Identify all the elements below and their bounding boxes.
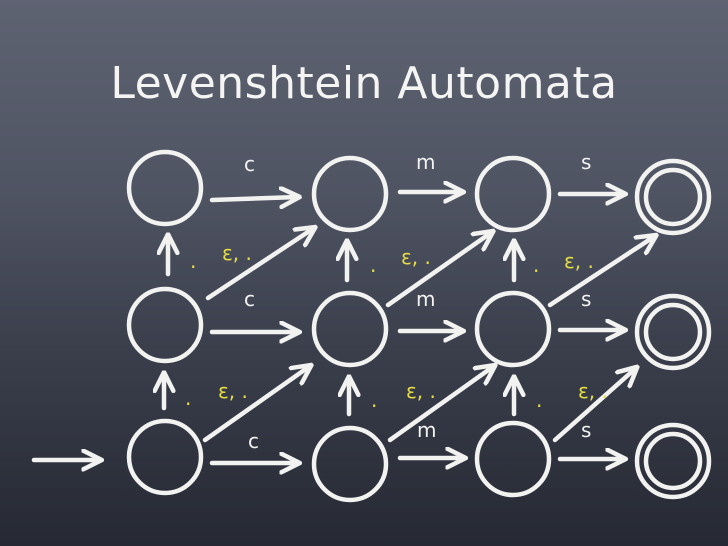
vertical-label: . [371, 388, 377, 412]
vertical-label: . [370, 253, 376, 277]
accepting-state-r2c3 [634, 422, 712, 500]
transition-label: s [581, 418, 591, 442]
state-r0c2 [474, 155, 552, 233]
accepting-state-r0c3 [634, 158, 712, 236]
transition-label: c [244, 287, 255, 311]
state-r1c2 [474, 290, 552, 368]
transition-label: m [416, 150, 435, 174]
diagonal-label: ε, . [401, 245, 431, 269]
diagonal-arrow [387, 366, 494, 443]
diagonal-label: ε, . [222, 241, 252, 265]
vertical-label: . [190, 249, 196, 273]
transition-label: m [417, 418, 436, 442]
diagonal-label: ε, . [406, 379, 436, 403]
vertical-label: . [533, 253, 539, 277]
diagonal-arrow [552, 368, 636, 443]
diagonal-label: ε, . [218, 379, 248, 403]
transition-label: s [581, 150, 591, 174]
accepting-state-r1c3 [634, 293, 712, 371]
transition-label: c [248, 429, 259, 453]
state-r0c0 [126, 149, 204, 227]
state-r0c1 [311, 155, 389, 233]
diagonal-arrow [547, 236, 655, 308]
state-r2c1 [311, 425, 389, 503]
slide-title: Levenshtein Automata [110, 58, 618, 109]
state-r2c2 [474, 420, 552, 498]
diagonal-label: ε, . [564, 249, 594, 273]
state-r1c1 [311, 290, 389, 368]
diagonal-arrow [385, 232, 492, 308]
vertical-label: . [536, 388, 542, 412]
state-r2c0 [126, 418, 204, 496]
transition-label: m [416, 287, 435, 311]
diagonal-arrow [205, 228, 314, 301]
transition-label: s [581, 287, 591, 311]
vertical-label: . [185, 386, 191, 410]
transition-arrow [209, 197, 298, 200]
diagonal-arrow [202, 366, 310, 443]
transition-label: c [244, 152, 255, 176]
state-r1c0 [126, 286, 204, 364]
diagonal-label: ε, . [578, 379, 608, 403]
